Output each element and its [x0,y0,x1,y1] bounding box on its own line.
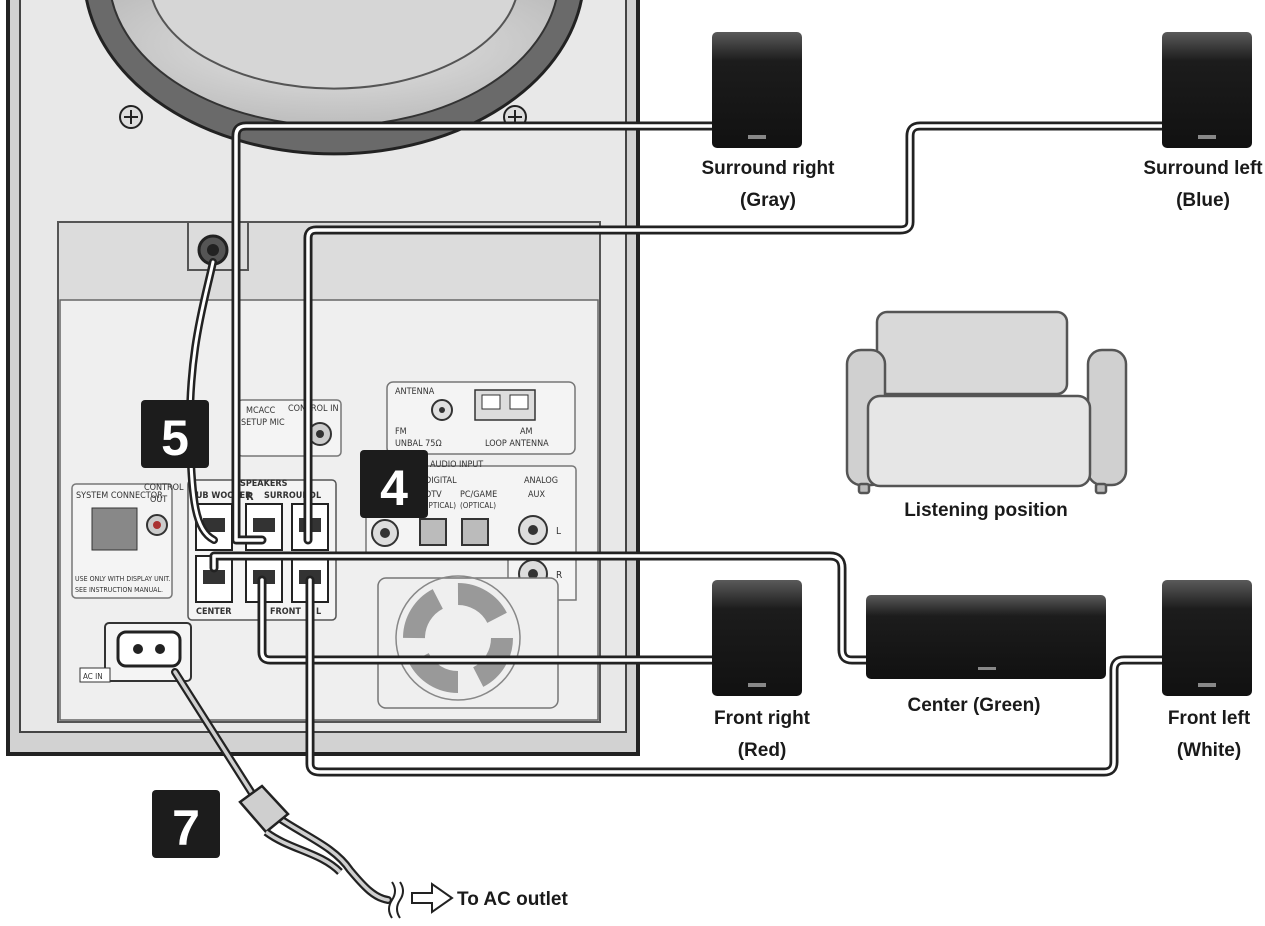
front-right-speaker: Front right (Red) [712,580,811,761]
setup-mic-label: SETUP MIC [241,418,285,428]
front-right-color: (Red) [738,740,787,761]
am-loop-label: LOOP ANTENNA [485,439,549,449]
to-outlet-arrow-icon [411,882,454,914]
step-7-badge: 7 [152,790,220,858]
center-speaker: Center (Green) [866,595,1106,716]
digital-label: DIGITAL [425,476,457,486]
surround-left-label: Surround left [1143,158,1263,179]
surround-right-label: Surround right [702,158,836,179]
surround-label: SURROUND [264,491,316,501]
step-4-badge: 4 [360,450,428,518]
analog-label: ANALOG [524,476,558,486]
mcacc-label: MCACC [246,406,276,416]
front-right-label: Front right [714,708,811,729]
dtv-optical-port-icon [419,518,447,546]
control-out-label-2: OUT [150,495,167,505]
pc-optical-port-icon [461,518,489,546]
control-in-label: CONTROL IN [288,404,339,414]
fm-unbal-label: UNBAL 75Ω [395,439,442,449]
surround-right-speaker: Surround right (Gray) [702,32,836,211]
step-5-badge: 5 [141,400,209,468]
surround-left-speaker: Surround left (Blue) [1143,32,1263,211]
front-terminal-label: FRONT [270,607,301,617]
ac-in-label: AC IN [83,672,103,681]
listening-position-label: Listening position [904,500,1068,521]
step-5-number: 5 [161,410,189,466]
step-7-number: 7 [172,800,200,856]
system-connector-label: SYSTEM CONNECTOR [76,491,163,501]
to-ac-outlet-label: To AC outlet [457,889,568,910]
antenna-label: ANTENNA [395,387,435,397]
control-out-label: CONTROL [144,483,184,493]
surround-l-label: L [316,491,321,501]
center-label: Center (Green) [907,695,1040,716]
sub-woofer-label: SUB WOOFER [190,491,252,501]
surround-r-label: R [246,490,254,503]
power-plug-icon [238,784,404,919]
aux-label: AUX [528,490,545,500]
speakers-label: SPEAKERS [240,479,288,489]
front-left-label: Front left [1168,708,1251,729]
aux-r-label: R [556,570,562,581]
system-connector-block: SYSTEM CONNECTOR USE ONLY WITH DISPLAY U… [71,483,184,599]
pc-game-label: PC/GAME [460,490,497,500]
mcacc-control-block: MCACC SETUP MIC CONTROL IN [237,399,342,457]
fm-label: FM [395,427,407,437]
am-label: AM [520,427,533,437]
use-only-note: USE ONLY WITH DISPLAY UNIT. [75,575,170,583]
cooling-fan-icon [377,575,559,709]
ac-inlet: AC IN [79,622,192,683]
sofa-icon [845,310,1128,495]
center-terminal-label: CENTER [196,607,232,617]
aux-l-label: L [556,526,561,537]
dtv-optical-label: (OPTICAL) [420,501,456,510]
dtv-label: DTV [425,490,442,500]
surround-right-color: (Gray) [740,190,796,211]
surround-left-color: (Blue) [1176,190,1230,211]
antenna-block: ANTENNA FM UNBAL 75Ω AM LOOP ANTENNA [386,381,576,455]
front-l-terminal-label: L [316,607,321,617]
front-left-speaker: Front left (White) [1162,580,1252,761]
pc-optical-label: (OPTICAL) [460,501,496,510]
audio-input-label: AUDIO INPUT [430,460,483,470]
see-manual-note: SEE INSTRUCTION MANUAL. [75,586,163,594]
step-4-number: 4 [380,460,408,516]
front-left-color: (White) [1177,740,1241,761]
